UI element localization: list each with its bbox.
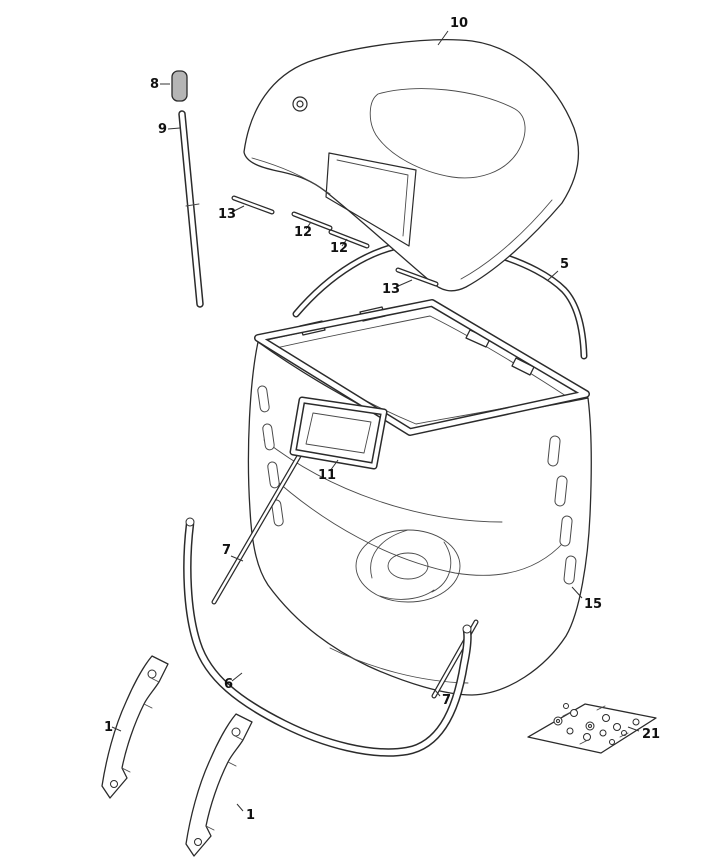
leader-line (395, 279, 413, 288)
part-number-label[interactable]: 8 (150, 77, 159, 92)
part-number-label[interactable]: 7 (442, 693, 451, 708)
callout-pin-mid-right[interactable]: 12 (330, 238, 348, 256)
leader-line (231, 205, 245, 213)
part-pin-mid-left (291, 211, 333, 231)
part-pin-upper (231, 195, 275, 215)
part-hardware-kit (527, 703, 657, 754)
part-number-label[interactable]: 12 (330, 241, 348, 256)
part-number-label[interactable]: 12 (294, 225, 312, 240)
leader-line (231, 672, 243, 682)
part-rod (178, 110, 204, 308)
callout-bag-body[interactable]: 15 (571, 586, 602, 612)
part-pin-lower (395, 267, 439, 287)
part-top-cover (243, 39, 580, 292)
callout-bracket-right[interactable]: 1 (236, 803, 255, 823)
part-number-label[interactable]: 1 (246, 808, 255, 823)
callout-support-rod-right[interactable]: 7 (434, 689, 451, 708)
part-number-label[interactable]: 1 (104, 720, 113, 735)
leader-line (627, 726, 640, 732)
callout-pin-upper[interactable]: 13 (218, 205, 245, 222)
leader-line (571, 586, 583, 599)
callout-hardware-kit[interactable]: 21 (627, 726, 660, 742)
leader-line (236, 803, 244, 812)
callout-pin-mid-left[interactable]: 12 (294, 221, 312, 240)
callout-lower-tube[interactable]: 6 (224, 672, 243, 692)
part-inlet-frame (293, 400, 384, 466)
leader-line (437, 30, 449, 46)
part-number-label[interactable]: 7 (222, 543, 231, 558)
part-cap (171, 70, 188, 102)
part-bracket-right (185, 713, 253, 857)
callout-bracket-left[interactable]: 1 (104, 720, 122, 735)
part-number-label[interactable]: 5 (560, 257, 569, 272)
callout-top-cover[interactable]: 10 (437, 16, 468, 46)
callout-cap[interactable]: 8 (150, 77, 170, 92)
part-number-label[interactable]: 13 (218, 207, 236, 222)
part-number-label[interactable]: 13 (382, 282, 400, 297)
part-number-label[interactable]: 6 (224, 677, 233, 692)
leader-line (341, 238, 348, 247)
leader-line (111, 726, 122, 732)
callout-rod[interactable]: 9 (158, 122, 181, 137)
leader-line (230, 555, 244, 562)
part-number-label[interactable]: 10 (450, 16, 468, 31)
callout-frame-tube[interactable]: 5 (547, 257, 569, 281)
leader-line (434, 689, 441, 697)
leader-line (329, 459, 339, 472)
part-lower-tube (186, 517, 471, 752)
part-number-label[interactable]: 9 (158, 122, 167, 137)
callout-support-rod-left[interactable]: 7 (222, 543, 244, 562)
callout-pin-lower[interactable]: 13 (382, 279, 413, 297)
part-number-label[interactable]: 15 (584, 597, 602, 612)
leader-line (305, 221, 312, 230)
part-number-label[interactable]: 21 (642, 727, 660, 742)
leader-line (547, 270, 559, 281)
cap-shape (171, 70, 188, 102)
part-bracket-left (101, 655, 169, 799)
callout-inlet-frame[interactable]: 11 (318, 459, 339, 483)
part-pin-mid-right (328, 229, 370, 249)
part-support-rod-left (211, 453, 302, 605)
leader-line (167, 127, 181, 130)
part-number-label[interactable]: 11 (318, 468, 336, 483)
